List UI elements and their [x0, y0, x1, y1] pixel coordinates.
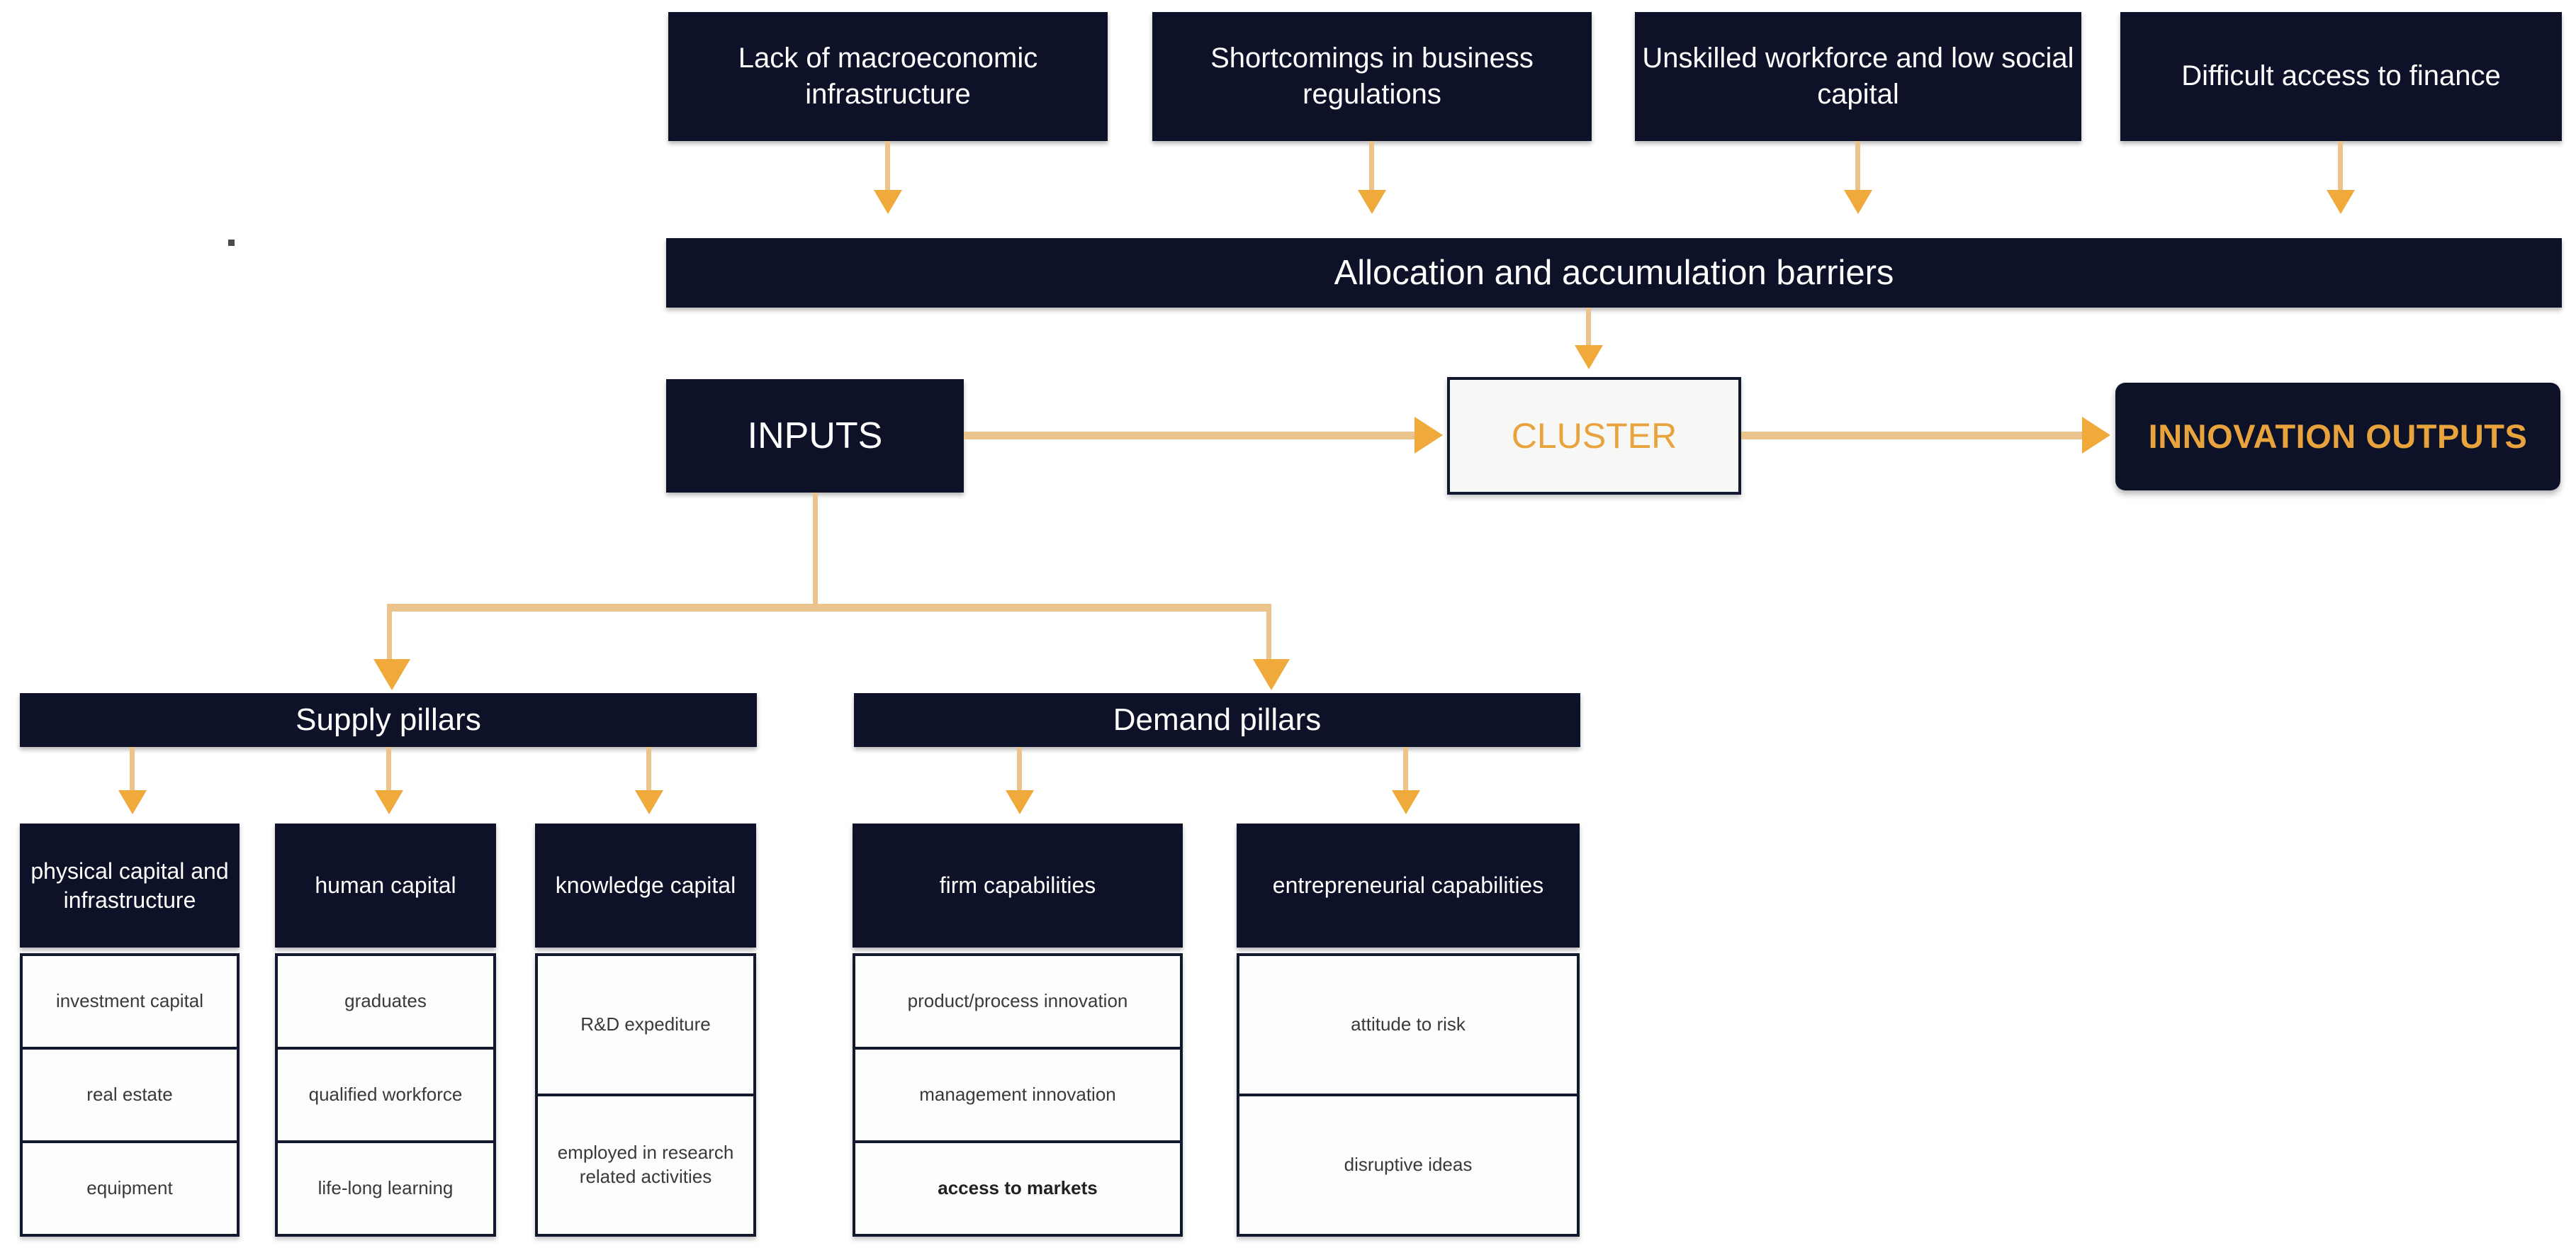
innovation-outputs-box: INNOVATION OUTPUTS [2115, 383, 2560, 490]
list-item: qualified workforce [278, 1050, 493, 1143]
connector-branch-supply [387, 604, 392, 668]
pillar-header-demand: Demand pillars [854, 693, 1580, 747]
leaf-stack-firm-capabilities: product/process innovation management in… [853, 953, 1183, 1237]
pillar-header-supply: Supply pillars [20, 693, 757, 747]
leaf-stack-human-capital: graduates qualified workforce life-long … [275, 953, 496, 1237]
subpillar-physical-capital: physical capital and infrastructure [20, 824, 240, 948]
connector-inputs-trunk [813, 493, 818, 609]
arrowhead-source2-to-barrier [1358, 190, 1386, 214]
subpillar-knowledge-capital: knowledge capital [535, 824, 756, 948]
connector-pillars-bus [387, 604, 1271, 612]
stray-dot-marker [228, 240, 235, 246]
connector-cluster-to-outputs [1741, 432, 2085, 439]
arrowhead-inputs-to-cluster [1414, 417, 1443, 454]
arrowhead-source4-to-barrier [2327, 190, 2355, 214]
list-item: product/process innovation [855, 956, 1180, 1050]
list-item: graduates [278, 956, 493, 1050]
connector-supply-to-col3 [646, 747, 651, 809]
list-item: investment capital [23, 956, 237, 1050]
list-item: employed in research related activities [557, 1142, 734, 1187]
connector-demand-to-col2 [1403, 747, 1408, 809]
arrowhead-source3-to-barrier [1844, 190, 1872, 214]
barrier-source-box-workforce: Unskilled workforce and low social capit… [1635, 12, 2081, 141]
cluster-box: CLUSTER [1447, 377, 1741, 495]
leaf-stack-physical-capital: investment capital real estate equipment [20, 953, 240, 1237]
list-item: equipment [86, 1177, 173, 1199]
subpillar-human-capital: human capital [275, 824, 496, 948]
connector-source2-to-barrier [1369, 141, 1374, 208]
list-item: access to markets [938, 1177, 1098, 1199]
arrowhead-source1-to-barrier [874, 190, 902, 214]
arrowhead-cluster-to-outputs [2082, 417, 2110, 454]
arrowhead-to-supply-pillars [373, 659, 410, 690]
list-item: life-long learning [317, 1177, 454, 1199]
arrowhead-barrier-to-cluster [1575, 345, 1603, 369]
list-item: R&D expediture [538, 956, 753, 1096]
list-item: attitude to risk [1239, 956, 1577, 1096]
arrowhead-supply-to-col2 [375, 790, 403, 814]
subpillar-entrepreneurial-capabilities: entrepreneurial capabilities [1237, 824, 1580, 948]
barrier-source-box-finance: Difficult access to finance [2120, 12, 2562, 141]
allocation-accumulation-barriers-bar: Allocation and accumulation barriers [666, 238, 2562, 308]
connector-source1-to-barrier [885, 141, 890, 208]
arrowhead-supply-to-col1 [118, 790, 147, 814]
arrowhead-to-demand-pillars [1253, 659, 1290, 690]
connector-branch-demand [1266, 604, 1271, 668]
connector-supply-to-col1 [130, 747, 135, 809]
barrier-source-box-macroeconomic: Lack of macroeconomic infrastructure [668, 12, 1108, 141]
list-item: real estate [23, 1050, 237, 1143]
inputs-box: INPUTS [666, 379, 964, 493]
leaf-stack-knowledge-capital: R&D expediture employed in research rela… [535, 953, 756, 1237]
connector-barrier-to-cluster [1586, 308, 1591, 361]
arrowhead-supply-to-col3 [635, 790, 663, 814]
connector-source3-to-barrier [1855, 141, 1860, 208]
leaf-stack-entrepreneurial-capabilities: attitude to risk disruptive ideas [1237, 953, 1580, 1237]
barrier-source-box-regulations: Shortcomings in business regulations [1152, 12, 1592, 141]
list-item: disruptive ideas [1344, 1154, 1473, 1176]
arrowhead-demand-to-col2 [1392, 790, 1420, 814]
subpillar-firm-capabilities: firm capabilities [853, 824, 1183, 948]
connector-demand-to-col1 [1017, 747, 1022, 809]
connector-inputs-to-cluster [964, 432, 1417, 439]
arrowhead-demand-to-col1 [1006, 790, 1034, 814]
list-item: management innovation [855, 1050, 1180, 1143]
connector-supply-to-col2 [386, 747, 391, 809]
connector-source4-to-barrier [2338, 141, 2343, 208]
